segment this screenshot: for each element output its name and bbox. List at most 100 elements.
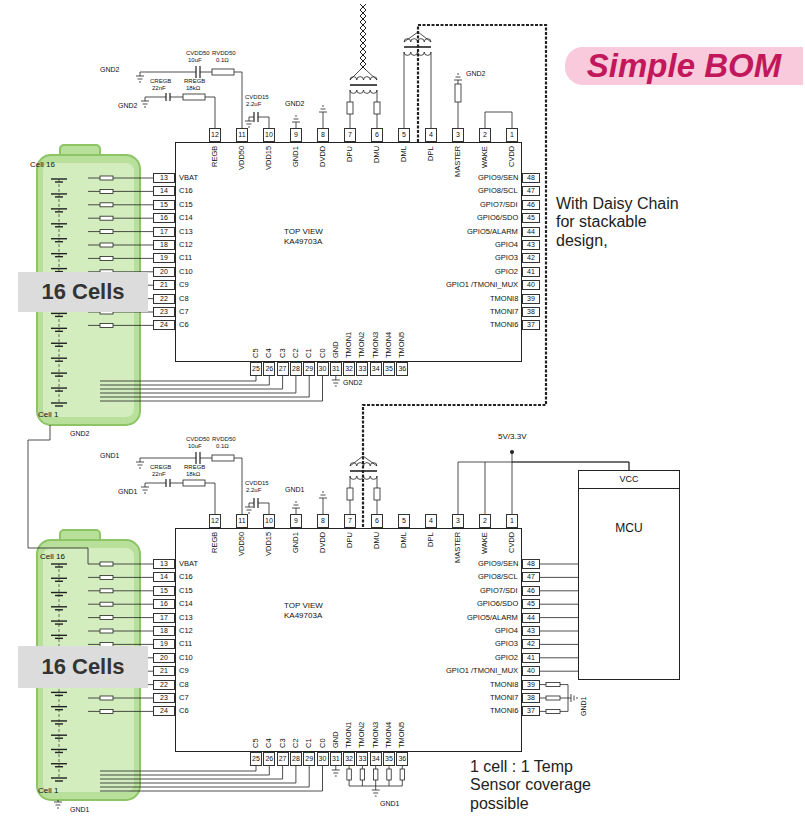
twisted-pair xyxy=(360,4,366,70)
pin-number: 29 xyxy=(303,752,315,766)
cell-symbol xyxy=(55,375,63,376)
pin-name: DPL xyxy=(427,532,435,547)
component-value: RVDD50 xyxy=(212,436,236,443)
wire xyxy=(100,376,296,393)
cell-symbol xyxy=(51,343,67,344)
pin-name: C8 xyxy=(179,681,189,689)
ground-symbol xyxy=(245,121,253,122)
pin-name: TMON3 xyxy=(372,722,380,748)
banner-title: Simple BOM xyxy=(587,47,781,85)
wire xyxy=(389,780,390,786)
pin-number: 23 xyxy=(153,307,175,317)
cell-label: Cell 1 xyxy=(38,786,58,795)
wire xyxy=(100,376,309,397)
pin-number: 9 xyxy=(290,514,302,528)
wire xyxy=(88,218,153,219)
wire xyxy=(540,684,546,685)
ground-symbol xyxy=(248,127,250,128)
pin-name: CVDD xyxy=(508,146,516,167)
cell-symbol xyxy=(51,208,67,209)
wire xyxy=(100,376,323,401)
cell-symbol xyxy=(55,609,63,610)
pin-number: 42 xyxy=(522,253,540,263)
cell-symbol xyxy=(55,241,63,242)
ground-symbol xyxy=(139,82,141,83)
wire xyxy=(560,698,568,699)
ground-symbol xyxy=(57,808,59,809)
wire xyxy=(145,483,146,487)
ground-symbol xyxy=(372,790,380,791)
pin-number: 41 xyxy=(522,653,540,663)
ground-label: GND1 xyxy=(580,697,588,716)
capacitor-symbol xyxy=(169,479,170,487)
pin-name: C3 xyxy=(279,348,287,358)
pin-name: GPIO8/SCL xyxy=(478,187,518,195)
pin-number: 12 xyxy=(209,128,221,142)
wire xyxy=(402,766,403,769)
component-value: 22nF xyxy=(152,471,166,478)
cell-symbol xyxy=(51,563,67,564)
resistor-symbol xyxy=(100,602,113,606)
wire xyxy=(145,97,166,98)
cell-symbol xyxy=(55,723,63,724)
pin-name: TMON2 xyxy=(358,332,366,358)
pin-name: TMON1 xyxy=(345,332,353,358)
component-value: RREGB xyxy=(184,464,205,471)
ground-symbol xyxy=(457,74,459,75)
ground-symbol xyxy=(138,465,143,466)
pin-name: TMONI7 xyxy=(490,694,518,702)
wire xyxy=(88,644,153,645)
wire xyxy=(249,117,250,121)
cell-symbol xyxy=(55,766,63,767)
pin-name: GPIO7/SDI xyxy=(480,201,518,209)
resistor-symbol xyxy=(347,102,353,114)
pin-name: TMON5 xyxy=(398,332,406,358)
pin-name: C10 xyxy=(179,654,193,662)
ground-symbol xyxy=(56,805,61,806)
pin-number: 9 xyxy=(290,128,302,142)
ground-label: GND1 xyxy=(118,488,137,496)
component-value: CREGB xyxy=(150,78,171,85)
wire xyxy=(88,564,153,565)
ground-symbol xyxy=(247,124,252,125)
capacitor-symbol xyxy=(169,93,170,101)
ground-symbol xyxy=(144,107,146,108)
cell-symbol xyxy=(55,709,63,710)
wire xyxy=(100,766,256,771)
resistor-symbol xyxy=(100,203,113,207)
pin-number: 24 xyxy=(153,320,175,330)
ground-label: GND2 xyxy=(285,100,304,108)
resistor-symbol xyxy=(212,455,234,461)
cell-symbol xyxy=(55,361,63,362)
wire xyxy=(88,178,153,179)
wire xyxy=(28,425,88,564)
pin-number: 24 xyxy=(153,706,175,716)
pin-number: 30 xyxy=(317,752,329,766)
pin-name: DVDD xyxy=(319,532,327,553)
cell-symbol xyxy=(51,706,67,707)
component-value: 18kΩ xyxy=(186,471,200,478)
ground-symbol xyxy=(319,498,327,499)
pin-name: TMONI7 xyxy=(490,308,518,316)
pin-number: 38 xyxy=(522,307,540,317)
pin-name: C9 xyxy=(179,281,189,289)
pin-number: 31 xyxy=(330,362,342,376)
chip-label: TOP VIEW KA49703A xyxy=(284,601,334,620)
pin-name: GPIO1 /TMONI_MUX xyxy=(446,281,518,289)
pin-name: VDD50 xyxy=(238,532,246,556)
pin-number: 19 xyxy=(153,639,175,649)
pin-name: TMONI8 xyxy=(490,295,518,303)
ground-symbol xyxy=(139,468,141,469)
ground-label: GND2 xyxy=(466,70,485,78)
pin-name: DML xyxy=(400,146,408,162)
pin-number: 47 xyxy=(522,186,540,196)
cell-symbol xyxy=(51,620,67,621)
ground-symbol xyxy=(322,106,324,107)
ground-symbol xyxy=(295,116,297,117)
wire xyxy=(88,631,153,632)
resistor-symbol xyxy=(100,709,113,713)
ground-symbol xyxy=(138,79,143,80)
ground-label: GND1 xyxy=(380,800,399,808)
ground-symbol xyxy=(294,119,299,120)
wire xyxy=(362,780,363,786)
